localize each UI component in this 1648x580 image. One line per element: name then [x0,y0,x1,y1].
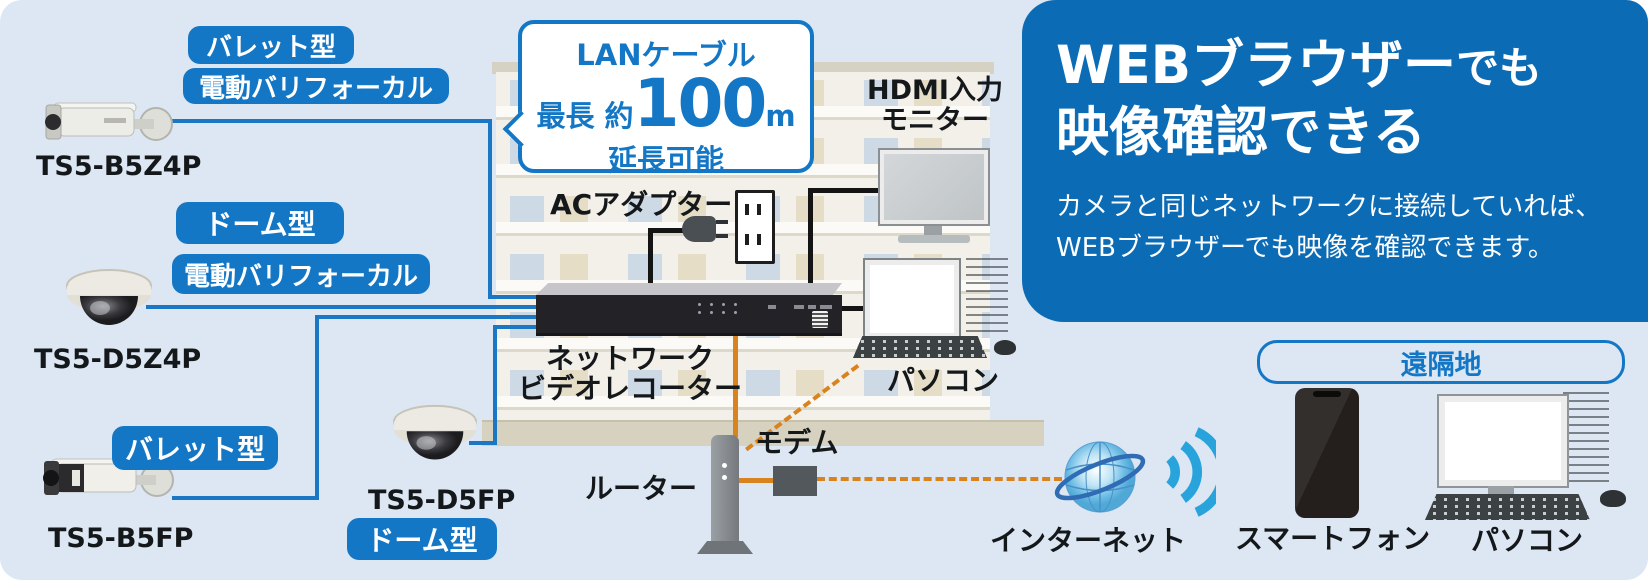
dome-camera-icon [64,266,154,348]
badge-dome-type-2: ドーム型 [347,518,497,560]
lan-line-bullet1-in [488,295,545,299]
remote-pc-label: パソコン [1470,524,1583,557]
nvr-icon [536,295,842,336]
panel-description-line1: カメラと同じネットワークに接続していれば、 [1056,192,1602,222]
nvr-router-cable [733,333,738,437]
lan-line-bullet2-in [315,315,545,319]
power-plug-icon [682,216,728,242]
lan-line-dome2-v [493,325,497,445]
badge-bullet-type-2: バレット型 [112,426,278,470]
smartphone-label: スマートフォン [1235,522,1431,555]
lan-line-dome1 [146,305,545,309]
badge-label: バレット型 [205,32,336,63]
panel-description-line2: WEBブラウザーでも映像を確認できます。 [1056,233,1554,263]
panel-title-line2: 映像確認できる [1056,102,1426,163]
remote-pc-monitor-icon [1437,394,1569,488]
badge-label: ドーム型 [366,524,478,557]
badge-label: 電動バリフォーカル [198,73,433,104]
badge-label: 電動バリフォーカル [183,261,418,292]
nvr-usb-port [812,311,828,328]
monitor-icon [878,148,990,226]
outlet-icon [735,190,775,264]
keyboard-icon [853,336,987,358]
callout-prefix: 最長 約 [536,99,634,133]
badge-label: ドーム型 [204,208,316,241]
callout-unit: m [765,99,796,133]
smartphone-icon [1295,388,1359,518]
ac-adapter-label: ACアダプター [550,188,733,221]
power-cord-v [648,228,653,285]
badge-bullet-type-1: バレット型 [188,26,354,64]
remote-pc-tower-icon [1563,386,1609,488]
remote-keyboard-icon [1425,494,1590,520]
mouse-icon [994,340,1016,355]
hdmi-cable-v [808,188,813,285]
panel-title-emphasis: WEBブラウザー [1056,35,1457,96]
dome-camera-icon [390,402,480,482]
router-base [697,541,753,554]
callout-title: LANケーブル [576,38,756,72]
lan-line-bullet1-h [170,119,492,123]
badge-dome-type-1: ドーム型 [176,202,344,244]
router-modem-cable [738,478,774,483]
panel-title-line1: WEBブラウザーでも [1056,34,1648,101]
remote-pc-monitor-stand [1488,486,1514,494]
pc-local-label: パソコン [886,364,999,397]
router-icon [711,435,739,545]
lan-line-bullet1-v [488,119,492,299]
modem-internet-dashed-line [817,477,1062,481]
modem-label: モデム [755,426,839,459]
hdmi-cable-h [808,188,880,193]
lan-line-dome2-in [493,325,545,329]
nvr-top-face [536,283,842,295]
bullet-camera-icon [44,94,176,152]
hdmi-monitor-label: HDMI入力 モニター [867,75,1003,136]
camera-model-label: TS5-B5FP [48,523,194,554]
badge-varifocal-1: 電動バリフォーカル [183,68,449,104]
ground-strip [482,420,1044,446]
camera-model-label: TS5-D5FP [368,485,516,516]
remote-mouse-icon [1600,490,1626,507]
badge-label: バレット型 [124,433,265,466]
badge-varifocal-2: 電動バリフォーカル [172,254,430,294]
lan-cable-callout: LANケーブル 最長 約 100 m 延長可能 [502,20,814,177]
power-cord-h [648,228,684,233]
camera-model-label: TS5-B5Z4P [36,151,202,182]
remote-area-label: 遠隔地 [1400,349,1482,381]
callout-value-row: 最長 約 100 m [522,65,810,142]
internet-label: インターネット [989,524,1186,557]
modem-icon [773,466,817,496]
router-label: ルーター [585,472,698,505]
phone-notch [1313,391,1341,397]
panel-title-tail: でも [1456,44,1543,94]
lan-line-bullet2-v [315,315,319,500]
pc-cable [840,306,865,311]
panel-description: カメラと同じネットワークに接続していれば、 WEBブラウザーでも映像を確認できま… [1056,187,1648,269]
camera-model-label: TS5-D5Z4P [34,344,202,375]
wifi-waves-icon [1158,424,1216,520]
pc-monitor-icon [863,258,961,340]
callout-suffix: 延長可能 [607,143,724,177]
pc-tower-icon [966,252,1008,338]
remote-area-box: 遠隔地 [1257,340,1625,384]
lan-line-bullet2-h [172,496,319,500]
lan-line-dome2-h [469,441,497,445]
monitor-base [898,235,970,243]
info-panel: WEBブラウザーでも 映像確認できる カメラと同じネットワークに接続していれば、… [1022,0,1648,322]
internet-globe-icon [1052,432,1152,522]
nvr-label: ネットワーク ビデオレコーター [517,342,742,405]
callout-value: 100 [633,65,768,142]
monitor-stand [924,226,942,235]
